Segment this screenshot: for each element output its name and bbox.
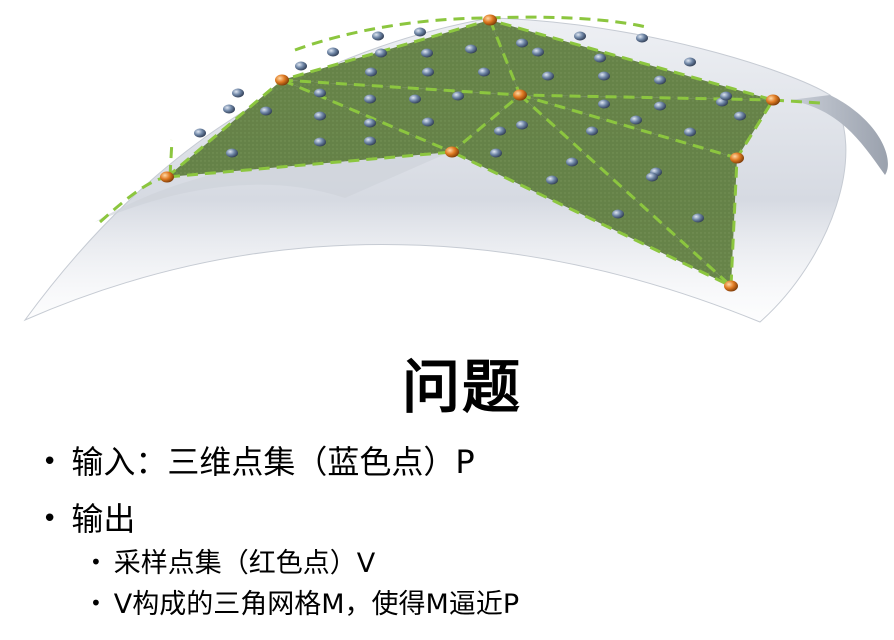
blue-point: [566, 157, 578, 167]
blue-point: [490, 148, 502, 158]
blue-point: [612, 209, 624, 219]
red-vertex: [275, 74, 289, 86]
blue-point: [422, 67, 434, 77]
blue-point: [452, 91, 464, 101]
blue-point: [646, 172, 658, 182]
blue-point: [598, 99, 610, 109]
blue-point: [364, 118, 376, 128]
bullet-dot-icon: •: [90, 591, 102, 615]
mesh-triangle: [452, 95, 731, 286]
blue-point: [532, 47, 544, 57]
blue-point: [314, 88, 326, 98]
blue-point: [542, 71, 554, 81]
blue-point: [372, 31, 384, 41]
red-vertex: [730, 152, 744, 164]
bullet-input: • 输入：三维点集（蓝色点）P: [42, 437, 475, 483]
mesh-triangle: [520, 95, 773, 158]
mesh-edge: [166, 18, 776, 289]
bullet-output: • 输出: [42, 494, 135, 540]
blue-point: [692, 213, 704, 223]
blue-point: [720, 91, 732, 101]
red-vertex: [445, 146, 459, 158]
blue-point: [232, 88, 244, 98]
bullet-input-text: 输入：三维点集（蓝色点）P: [71, 443, 475, 481]
blue-point: [375, 48, 387, 58]
bullet-dot-icon: •: [42, 447, 58, 477]
mesh-edge: [772, 98, 821, 105]
blue-point: [314, 111, 326, 121]
surface-side: [790, 95, 888, 175]
blue-point: [226, 148, 238, 158]
blue-point: [516, 38, 528, 48]
blue-point: [422, 117, 434, 127]
blue-point: [364, 136, 376, 146]
red-vertex: [513, 89, 527, 101]
blue-point: [414, 27, 426, 37]
blue-point: [478, 67, 490, 77]
blue-point: [465, 44, 477, 54]
blue-point: [734, 111, 746, 121]
red-vertex: [160, 171, 174, 183]
blue-point: [260, 106, 272, 116]
blue-point: [295, 61, 307, 71]
mesh-triangle: [282, 20, 520, 95]
mesh-edge: [168, 139, 174, 177]
bullet-output-sub2: • V构成的三角网格M，使得M逼近P: [90, 582, 519, 621]
blue-point: [494, 126, 506, 136]
blue-point: [630, 115, 642, 125]
blue-point: [421, 48, 433, 58]
mesh-triangle: [167, 80, 452, 177]
blue-point-set: [194, 27, 746, 223]
mesh-edge: [518, 93, 733, 288]
bullet-output-sub1-text: 采样点集（红色点）V: [113, 548, 376, 579]
blue-point: [654, 101, 666, 111]
slide-title: 问题: [401, 353, 522, 421]
bullet-dot-icon: •: [42, 504, 58, 534]
blue-point: [314, 137, 326, 147]
blue-point: [594, 53, 606, 63]
bullet-output-text: 输出: [71, 500, 136, 538]
bullet-dot-icon: •: [90, 550, 102, 574]
surface-mesh-diagram: [23, 14, 888, 323]
blue-point: [223, 104, 235, 114]
blue-point: [516, 120, 528, 130]
blue-point: [598, 71, 610, 81]
mesh-edge: [519, 93, 738, 160]
bullet-output-sub2-text: V构成的三角网格M，使得M逼近P: [113, 589, 520, 620]
red-vertex: [766, 94, 780, 106]
blue-point: [654, 75, 666, 85]
surface-shadow: [95, 151, 450, 222]
blue-point: [409, 94, 421, 104]
blue-point: [574, 31, 586, 41]
red-vertex: [483, 14, 497, 26]
red-vertex-set: [160, 14, 780, 292]
blue-point: [327, 47, 339, 57]
bullet-output-sub1: • 采样点集（红色点）V: [90, 541, 375, 580]
blue-point: [636, 33, 648, 43]
red-vertex: [724, 280, 738, 292]
blue-point: [684, 57, 696, 67]
blue-point: [364, 94, 376, 104]
blue-point: [365, 67, 377, 77]
blue-point: [586, 126, 598, 136]
blue-point: [546, 175, 558, 185]
mesh-edge: [281, 19, 522, 154]
blue-point: [194, 128, 206, 138]
blue-point: [684, 127, 696, 137]
